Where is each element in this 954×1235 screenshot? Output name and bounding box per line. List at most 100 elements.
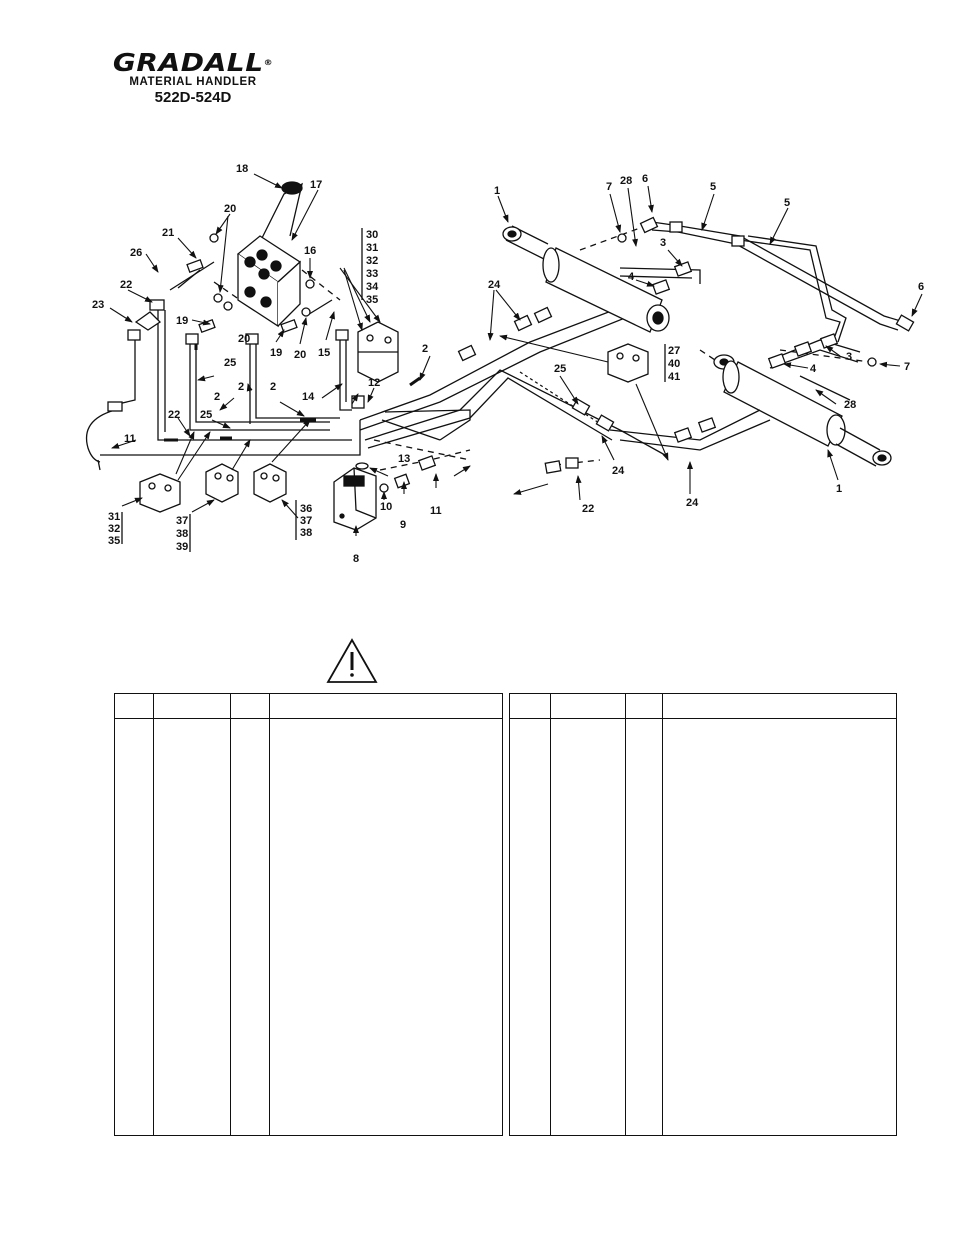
col-part-number — [550, 693, 626, 720]
callout-20-b: 20 — [238, 333, 250, 345]
col-qty — [625, 693, 663, 720]
group-30-item-5: 35 — [366, 294, 378, 306]
check-valve — [333, 467, 377, 531]
callout-28-a: 28 — [620, 175, 632, 187]
group-36-item-1: 37 — [300, 515, 312, 527]
gradall-logo: GRADALL® MATERIAL HANDLER 522D-524D — [112, 50, 274, 107]
callout-24-c: 24 — [686, 497, 699, 509]
cell-description — [662, 718, 897, 1136]
parts-table-right — [509, 693, 897, 1136]
group-27-item-0: 27 — [668, 345, 680, 357]
cell-qty — [230, 718, 270, 1136]
main-tube-bundle — [359, 299, 666, 456]
callout-13: 13 — [398, 453, 410, 465]
callout-20-a: 20 — [224, 203, 236, 215]
group-30-item-4: 34 — [366, 281, 379, 293]
callout-2-c: 2 — [214, 391, 220, 403]
group-36-item-2: 38 — [300, 527, 312, 539]
callout-5-a: 5 — [710, 181, 716, 193]
group-bars — [121, 228, 666, 552]
callout-4-b: 4 — [810, 363, 817, 375]
callout-17: 17 — [310, 179, 322, 191]
callout-labels: 18 17 20 21 26 22 23 19 20 19 20 16 15 1… — [92, 163, 924, 565]
callout-22-a: 22 — [120, 279, 132, 291]
callout-8: 8 — [353, 553, 359, 565]
callout-11-b: 11 — [430, 505, 442, 517]
group-30-item-2: 32 — [366, 255, 378, 267]
callout-7-b: 7 — [904, 361, 910, 373]
callout-12: 12 — [368, 377, 380, 389]
col-description — [662, 693, 897, 720]
callout-19-b: 19 — [270, 347, 282, 359]
group-31-item-2: 35 — [108, 535, 120, 547]
callout-1-a: 1 — [494, 185, 500, 197]
callout-19-a: 19 — [176, 315, 188, 327]
callout-1-b: 1 — [836, 483, 842, 495]
o-rings — [209, 233, 877, 493]
cell-part-number — [153, 718, 231, 1136]
callout-20-c: 20 — [294, 349, 306, 361]
assembly-lines — [213, 227, 871, 471]
col-description — [269, 693, 503, 720]
callout-22-c: 22 — [582, 503, 594, 515]
col-qty — [230, 693, 270, 720]
model-number: 522D-524D — [154, 89, 232, 106]
callout-10: 10 — [380, 501, 392, 513]
callout-21: 21 — [162, 227, 174, 239]
callout-24-b: 24 — [612, 465, 625, 477]
group-37-item-2: 39 — [176, 541, 188, 553]
col-item — [509, 693, 551, 720]
callout-2-a: 2 — [238, 381, 244, 393]
group-30-item-1: 31 — [366, 242, 378, 254]
callout-3-a: 3 — [660, 237, 666, 249]
callout-7-a: 7 — [606, 181, 612, 193]
callout-15: 15 — [318, 347, 330, 359]
callout-25-a: 25 — [224, 357, 236, 369]
callout-16: 16 — [304, 245, 316, 257]
cell-item — [115, 719, 154, 1136]
parts-table-left — [114, 693, 503, 1136]
cell-item — [510, 719, 551, 1136]
group-label-stacks: 30 31 32 33 34 35 27 40 41 31 32 35 37 3… — [108, 229, 680, 553]
callout-24-a: 24 — [488, 279, 501, 291]
cell-part-number — [550, 718, 626, 1136]
col-item — [114, 693, 154, 720]
col-part-number — [153, 693, 231, 720]
valve-block — [236, 181, 303, 328]
clamps — [139, 321, 649, 513]
callout-22-b: 22 — [168, 409, 180, 421]
callout-6-a: 6 — [642, 173, 648, 185]
callout-25-b: 25 — [200, 409, 212, 421]
hydraulic-diagram: 18 17 20 21 26 22 23 19 20 19 20 16 15 1… — [86, 163, 924, 683]
callout-2-b: 2 — [270, 381, 276, 393]
brand-name: GRADALL® — [112, 48, 274, 77]
callout-6-b: 6 — [918, 281, 924, 293]
cell-qty — [625, 718, 663, 1136]
callout-9: 9 — [400, 519, 406, 531]
callout-18: 18 — [236, 163, 248, 175]
warning-triangle-icon — [326, 638, 378, 683]
cell-description — [269, 718, 503, 1136]
leader-arrows — [109, 173, 923, 536]
group-30-item-0: 30 — [366, 229, 378, 241]
callout-26: 26 — [130, 247, 142, 259]
callout-28-b: 28 — [844, 399, 856, 411]
callout-2-d: 2 — [422, 343, 428, 355]
cylinder-upper — [502, 225, 670, 333]
group-27-item-2: 41 — [668, 371, 680, 383]
group-31-item-0: 31 — [108, 511, 120, 523]
callout-11-a: 11 — [124, 433, 136, 445]
cylinder-lower — [713, 354, 892, 467]
callout-3-b: 3 — [846, 351, 852, 363]
group-37-item-0: 37 — [176, 515, 188, 527]
product-line: MATERIAL HANDLER — [129, 76, 257, 88]
group-30-item-3: 33 — [366, 268, 378, 280]
left-hose-network — [86, 261, 361, 471]
callout-5-b: 5 — [784, 197, 790, 209]
group-31-item-1: 32 — [108, 523, 120, 535]
callout-14: 14 — [302, 391, 315, 403]
callout-23: 23 — [92, 299, 104, 311]
group-36-item-0: 36 — [300, 503, 312, 515]
group-37-item-1: 38 — [176, 528, 188, 540]
group-27-item-1: 40 — [668, 358, 680, 370]
